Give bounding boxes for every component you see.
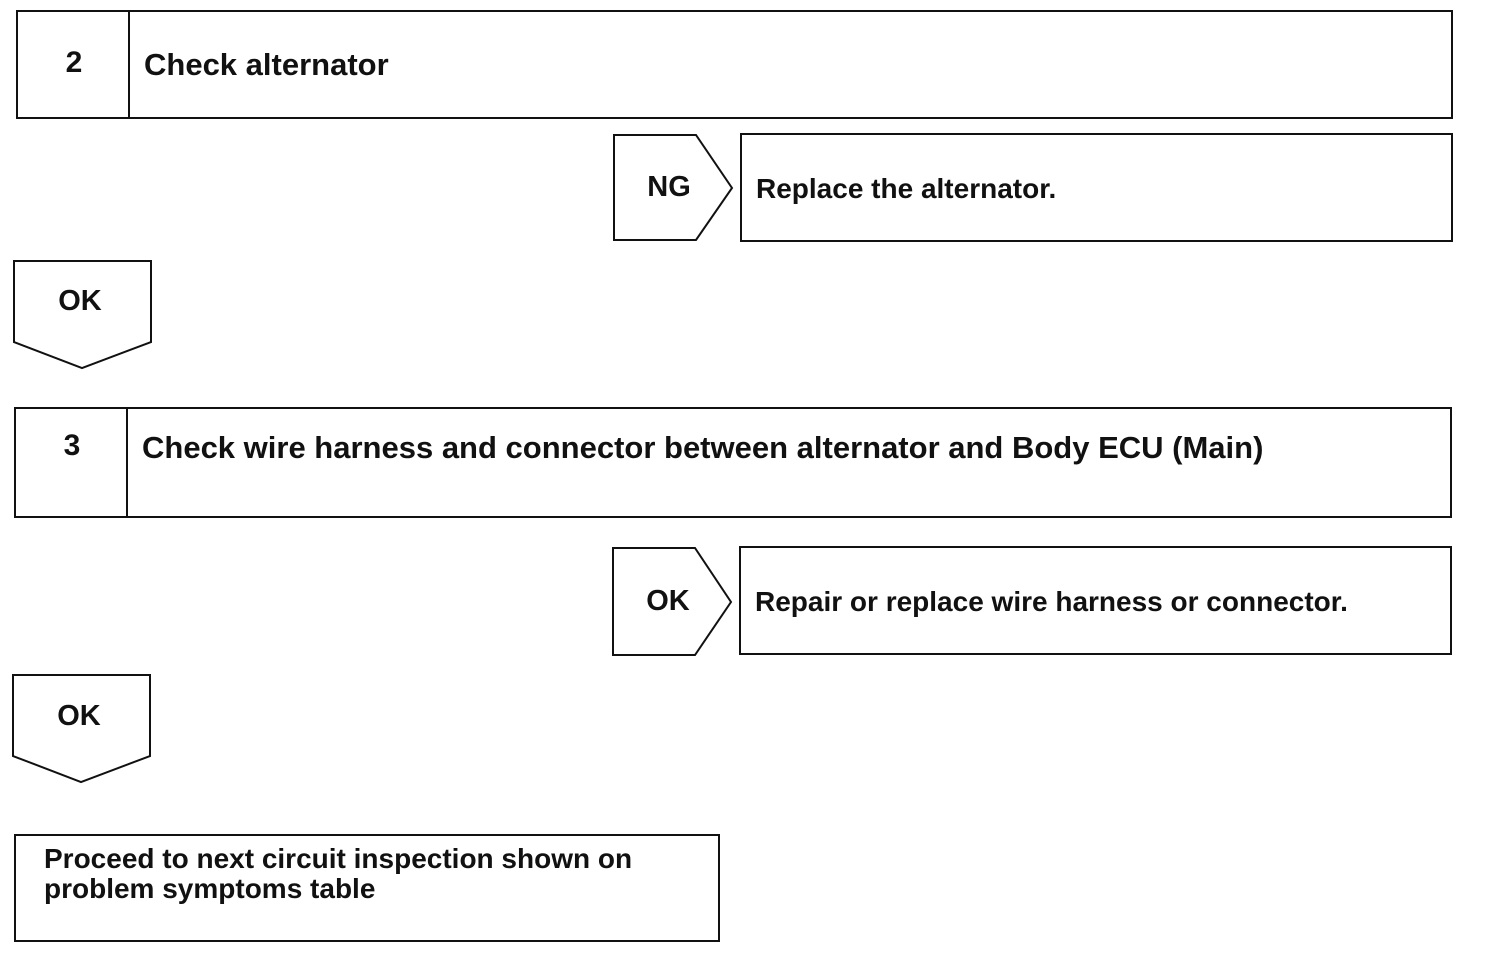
step-number-cell	[18, 12, 130, 117]
branch-label-ng: NG	[647, 171, 691, 203]
final-text: Proceed to next circuit inspection shown…	[44, 843, 633, 904]
step-title: Check wire harness and connector between…	[142, 430, 1264, 465]
flow-label-ok-1: OK	[58, 285, 102, 317]
result-box-replace-alternator: Replace the alternator.	[740, 133, 1453, 242]
step-number: 3	[63, 429, 81, 462]
result-text: Repair or replace wire harness or connec…	[755, 586, 1348, 617]
flow-arrow-ok-2	[12, 674, 151, 784]
result-box-repair-harness: Repair or replace wire harness or connec…	[739, 546, 1452, 655]
flow-label-ok-2: OK	[57, 700, 101, 732]
flow-arrow-ok-1	[13, 260, 152, 370]
branch-arrow-ng	[613, 134, 734, 241]
step-box-3: 3 Check wire harness and connector betwe…	[14, 407, 1452, 518]
result-text: Replace the alternator.	[756, 173, 1057, 204]
step-number: 2	[65, 46, 83, 79]
branch-label-ok: OK	[646, 585, 690, 617]
step-title: Check alternator	[144, 47, 389, 82]
step-number-cell	[16, 409, 128, 516]
branch-arrow-ok	[612, 547, 733, 656]
step-box-2: 2 Check alternator	[16, 10, 1453, 119]
final-box: Proceed to next circuit inspection shown…	[14, 834, 720, 942]
